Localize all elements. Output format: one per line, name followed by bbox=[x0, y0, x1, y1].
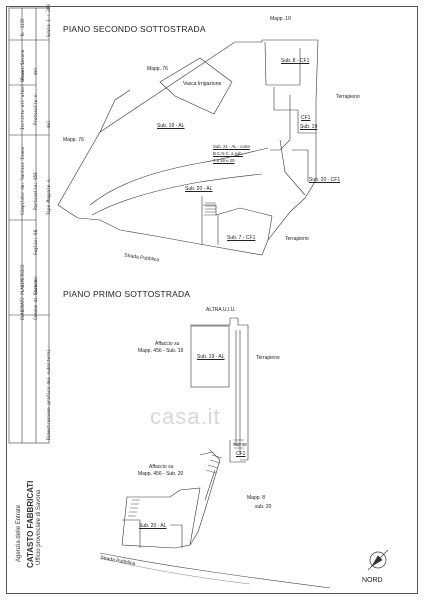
label-terrapieno-3: Terrapieno bbox=[256, 355, 280, 361]
label-mapp10: Mapp. 10 bbox=[270, 16, 291, 22]
label-mapp8-b: sub. 20 bbox=[255, 504, 272, 510]
label-sub19-al: Sub. 19 - AL bbox=[157, 123, 185, 129]
plan2-title: PIANO PRIMO SOTTOSTRADA bbox=[63, 289, 191, 299]
plan2-room-sub19 bbox=[190, 325, 230, 388]
header-particella: Particella: 656 bbox=[33, 172, 38, 210]
label-altra-uiu: ALTRA U.I.U. bbox=[206, 307, 236, 313]
label-sub20-al: Sub. 20 - AL bbox=[185, 186, 213, 192]
label-vasca: Vasca Irrigazione bbox=[183, 81, 222, 87]
agency-office: Ufficio provinciale di Savona bbox=[36, 489, 42, 565]
plan2-upper bbox=[190, 317, 249, 461]
catasto-title: CATASTO FABBRICATI bbox=[26, 480, 35, 568]
label-terrapieno-2: Terrapieno bbox=[285, 236, 309, 242]
header-protocollo: Protocollo n. bbox=[33, 92, 38, 125]
label-terrapieno-1: Terrapieno bbox=[336, 94, 360, 100]
label-cf1: CF1 bbox=[301, 115, 311, 121]
plan1-outline bbox=[57, 39, 319, 256]
header-dimostrazione: Dimostrazione grafica dei subalterni bbox=[46, 349, 51, 440]
header-province: Prov. Savona bbox=[20, 49, 25, 80]
header-title: ELABORATO PLANIMETRICO bbox=[20, 264, 25, 320]
watermark: casa.it bbox=[150, 404, 221, 429]
plan1-title: PIANO SECONDO SOTTOSTRADA bbox=[63, 24, 206, 34]
header-del: del bbox=[33, 67, 38, 75]
label-sub19-short: Sub. 19 bbox=[300, 124, 318, 130]
label-sub21-line1: Sub. 21 - AL - corte bbox=[213, 144, 250, 149]
sheet-border bbox=[6, 6, 418, 594]
label-affaccio-2a: Affaccio su bbox=[149, 464, 174, 470]
label-sub21-line3: 7 e 19 e 20 bbox=[213, 158, 235, 163]
header-foglio: Foglio: 68 bbox=[33, 229, 38, 255]
label-sub7: Sub. 7 - CF1 bbox=[227, 235, 256, 241]
label-affaccio-2b: Mapp. 456 - Sub. 20 bbox=[138, 471, 184, 477]
agency-name: Agenzia delle Entrate bbox=[16, 504, 22, 562]
plan2-lower bbox=[121, 487, 201, 549]
header-box bbox=[8, 7, 50, 444]
label-sub8: Sub. 8 - CF1 bbox=[281, 58, 310, 64]
header-sezione: Sezione: bbox=[33, 274, 38, 295]
header-scale: Scala 1 : 200 bbox=[46, 4, 51, 37]
label-affaccio-1a: Affaccio su bbox=[155, 341, 180, 347]
label-cf1-2: CF1 bbox=[236, 451, 246, 457]
north-label: NORD bbox=[362, 577, 383, 584]
label-sub20-cf1: Sub. 20 - CF1 bbox=[309, 177, 341, 183]
label-sub20-al-2: Sub. 20 - AL bbox=[139, 523, 167, 529]
label-mapp76-a: Mapp. 76 bbox=[147, 66, 168, 72]
label-sub21-line2: B.C.N.C. a sub. bbox=[213, 151, 243, 156]
label-mapp76-b: Mapp. 76 bbox=[63, 137, 84, 143]
header-number: N. 1135 bbox=[20, 18, 25, 36]
header-del2: del bbox=[46, 120, 51, 128]
label-sub19-small: Sub 19 bbox=[233, 442, 247, 447]
label-mapp8-a: Mapp. 8 bbox=[247, 495, 266, 501]
north-arrow-icon bbox=[367, 549, 389, 571]
label-sub19-al-2: Sub. 19 - AL bbox=[197, 354, 225, 360]
label-affaccio-1b: Mapp. 456 - Sub. 19 bbox=[138, 348, 184, 354]
header-tipo-mappale: Tipo Mappale n. bbox=[46, 177, 51, 215]
header-compiler: Compilato da: Santini Ivano bbox=[20, 146, 25, 215]
